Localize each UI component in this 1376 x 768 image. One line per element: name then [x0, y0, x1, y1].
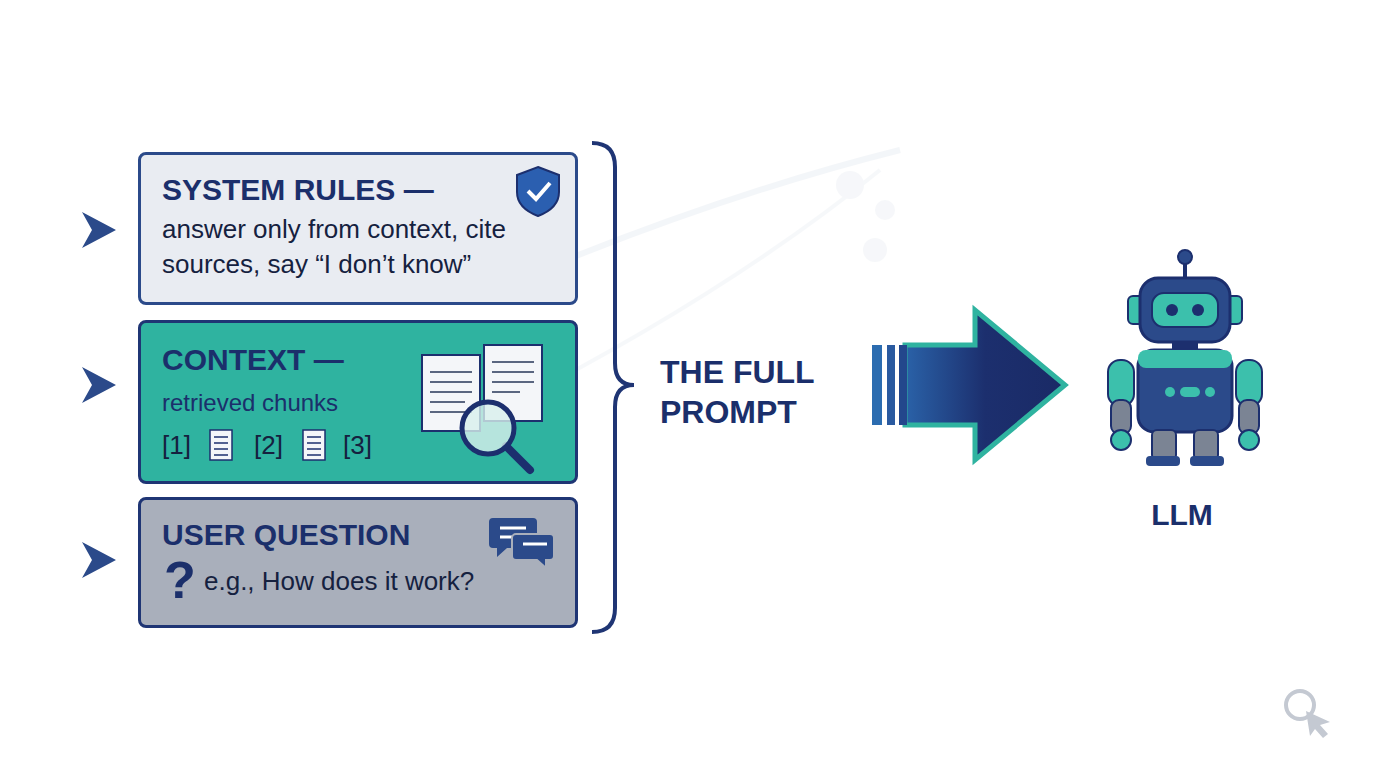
chunk-number: [1] — [162, 430, 212, 460]
prompt-label: THE FULL PROMPT — [660, 352, 860, 432]
pointer-triangle — [82, 212, 116, 248]
context-box: CONTEXT — retrieved chunks [1] [2] [3] — [138, 320, 578, 484]
pointer-triangle — [82, 542, 116, 578]
node-label: LLM — [1097, 497, 1267, 533]
rules-box: SYSTEM RULES — answer only from context, … — [138, 152, 578, 305]
chunk-number: [3] — [343, 430, 393, 460]
robot-illustration — [1108, 250, 1262, 466]
box-heading: USER QUESTION — [162, 517, 492, 553]
chunk-number: [2] — [254, 430, 304, 460]
curly-brace — [592, 143, 634, 632]
box-body: e.g., How does it work? — [204, 565, 564, 597]
pointer-triangle — [82, 367, 116, 403]
big-arrow — [872, 310, 1065, 460]
box-body: retrieved chunks — [162, 388, 422, 418]
box-heading: SYSTEM RULES — — [162, 172, 562, 208]
llm-node: LLM — [1100, 245, 1270, 545]
box-heading: CONTEXT — — [162, 342, 422, 378]
pointer-triangles — [82, 212, 116, 578]
cursor-icon — [1286, 691, 1330, 738]
question-box: USER QUESTION?e.g., How does it work? — [138, 497, 578, 628]
box-body: answer only from context, cite sources, … — [162, 212, 572, 282]
question-mark: ? — [164, 551, 204, 609]
